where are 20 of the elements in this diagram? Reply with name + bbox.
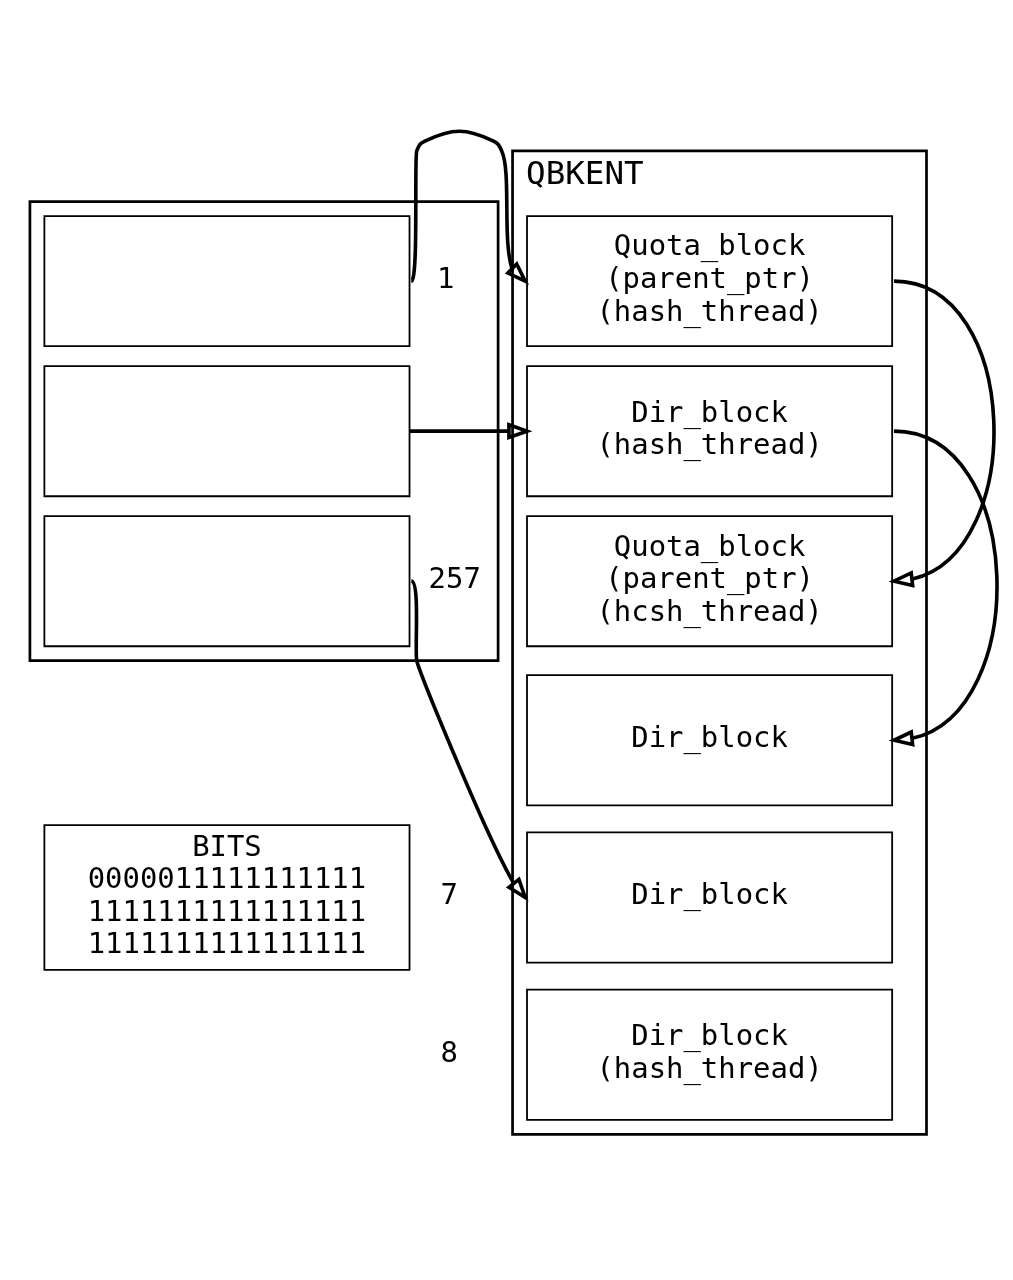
node-box: Quota_block (parent_ptr) (hash_thread) xyxy=(526,215,894,348)
node-box: Dir_block xyxy=(526,831,894,964)
node-box xyxy=(43,515,411,648)
arrow xyxy=(410,579,529,902)
node-label: 257 xyxy=(428,561,481,596)
cluster xyxy=(28,200,500,663)
node-label: 1 xyxy=(436,260,455,295)
label: 8 xyxy=(440,1034,458,1069)
arrow xyxy=(888,429,999,747)
arrow xyxy=(888,279,996,588)
node-box xyxy=(43,215,411,348)
node-box: Dir_block xyxy=(526,674,894,807)
node-box: BITS 0000011111111111 1111111111111111 1111111111111111 xyxy=(43,824,411,971)
label: 7 xyxy=(440,877,458,912)
arrow xyxy=(409,129,530,285)
node-box: Quota_block (parent_ptr) (hcsh_thread) xyxy=(526,515,894,648)
arrow xyxy=(409,422,533,441)
node-box: Dir_block (hash_thread) xyxy=(526,988,894,1121)
node-box xyxy=(43,365,411,498)
node-box: Dir_block (hash_thread) xyxy=(526,365,894,498)
